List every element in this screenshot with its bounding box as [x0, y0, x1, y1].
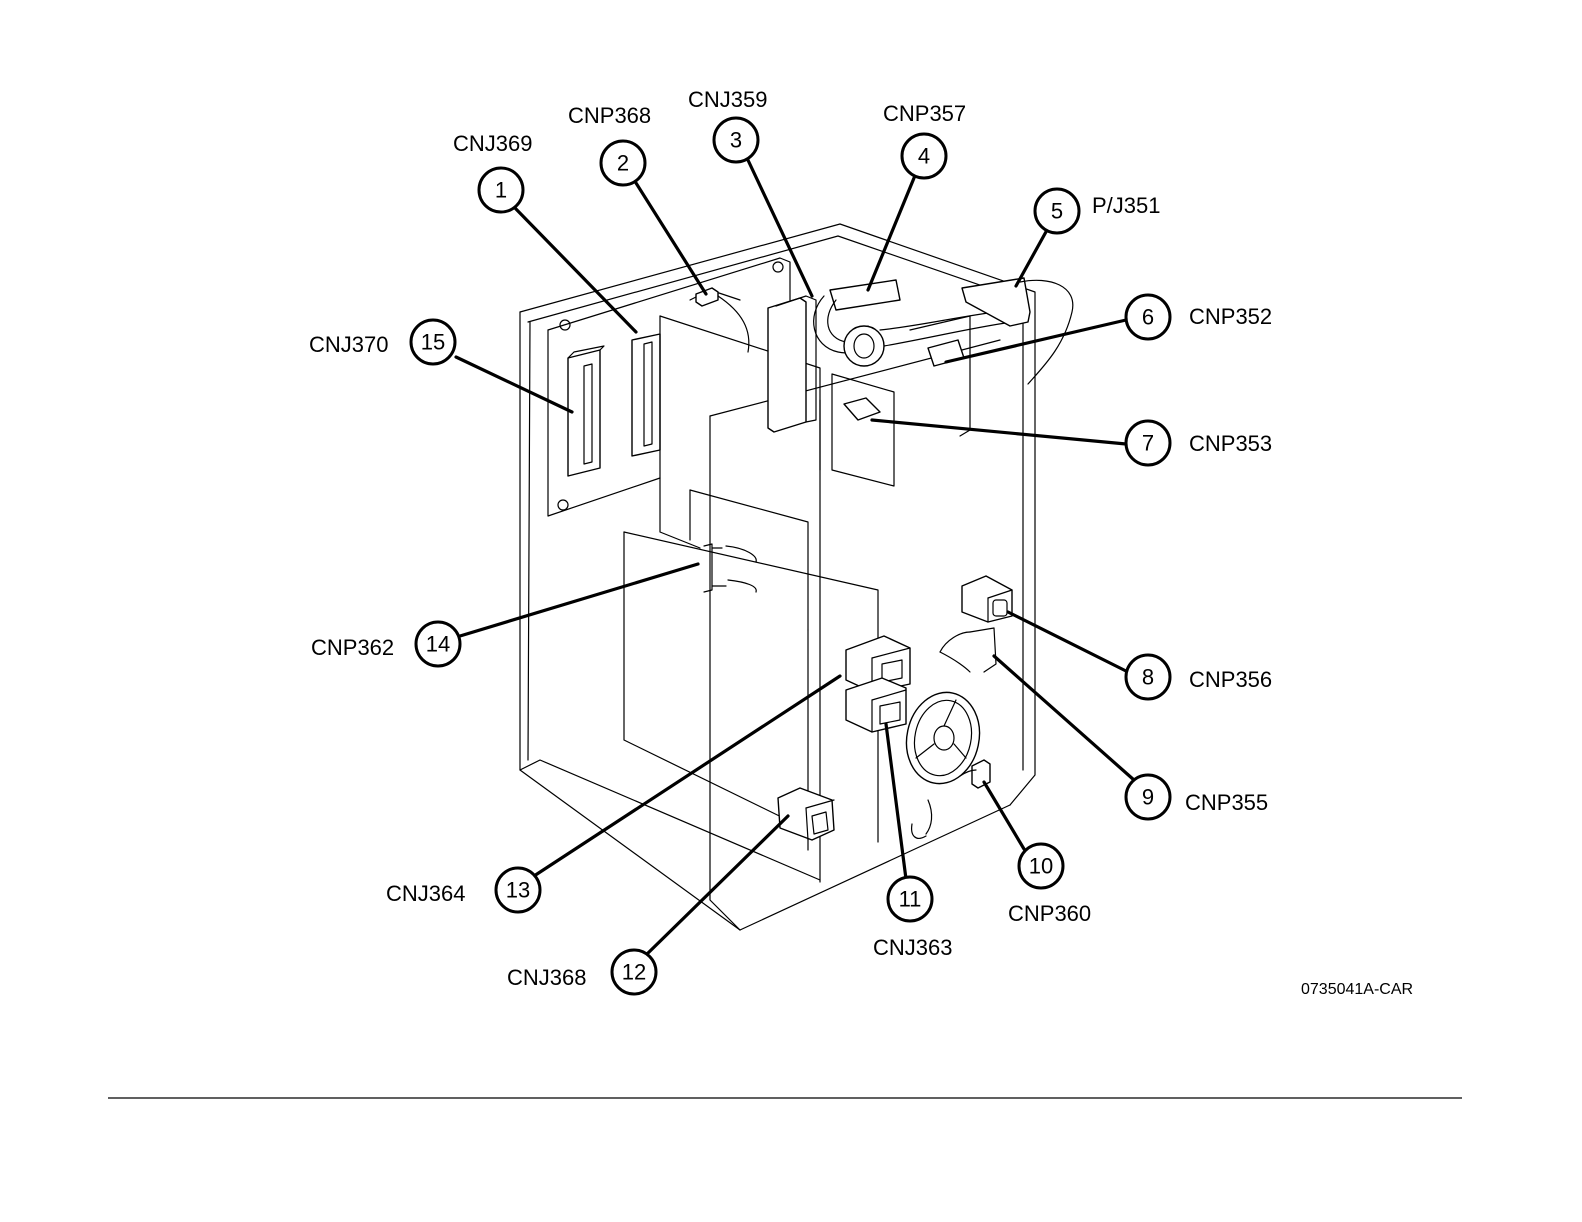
- callout-number: 7: [1142, 431, 1154, 456]
- callout-2: 2 CNP368: [568, 103, 651, 185]
- callout-number: 6: [1142, 305, 1154, 330]
- callout-6: 6 CNP352: [1126, 295, 1272, 339]
- callout-label: CNP368: [568, 103, 651, 128]
- callout-8: 8 CNP356: [1126, 655, 1272, 699]
- leader-lines: [456, 158, 1134, 955]
- callout-9: 9 CNP355: [1126, 775, 1268, 819]
- callout-label: CNJ369: [453, 131, 532, 156]
- callout-number: 4: [918, 144, 930, 169]
- callout-1: 1 CNJ369: [453, 131, 532, 212]
- callout-12: 12 CNJ368: [507, 950, 656, 994]
- callout-label: CNP362: [311, 635, 394, 660]
- callout-label: CNJ363: [873, 935, 952, 960]
- figure-code: 0735041A-CAR: [1301, 981, 1413, 998]
- callout-label: CNP355: [1185, 790, 1268, 815]
- callout-number: 11: [899, 887, 922, 912]
- callout-number: 13: [506, 878, 530, 903]
- callout-number: 15: [421, 330, 445, 355]
- callout-number: 3: [730, 128, 742, 153]
- callout-5: 5 P/J351: [1035, 189, 1161, 233]
- callout-label: CNP353: [1189, 431, 1272, 456]
- callout-label: CNP360: [1008, 901, 1091, 926]
- callout-label: P/J351: [1092, 193, 1161, 218]
- callout-label: CNJ359: [688, 87, 767, 112]
- callout-number: 10: [1029, 854, 1053, 879]
- callout-label: CNJ370: [309, 332, 388, 357]
- callout-15: 15 CNJ370: [309, 320, 455, 364]
- callout-3: 3 CNJ359: [688, 87, 767, 162]
- callout-label: CNP356: [1189, 667, 1272, 692]
- callout-number: 14: [426, 632, 450, 657]
- callout-13: 13 CNJ364: [386, 868, 540, 912]
- callout-label: CNJ368: [507, 965, 586, 990]
- callout-number: 9: [1142, 785, 1154, 810]
- callout-number: 8: [1142, 665, 1154, 690]
- callout-number: 1: [495, 178, 507, 203]
- callout-14: 14 CNP362: [311, 622, 460, 666]
- callout-label: CNJ364: [386, 881, 465, 906]
- callout-number: 2: [617, 151, 629, 176]
- callout-label: CNP357: [883, 101, 966, 126]
- callout-7: 7 CNP353: [1126, 421, 1272, 465]
- callout-11: 11 CNJ363: [873, 877, 952, 960]
- callout-4: 4 CNP357: [883, 101, 966, 178]
- callout-number: 5: [1051, 199, 1063, 224]
- callout-10: 10 CNP360: [1008, 844, 1091, 926]
- callout-label: CNP352: [1189, 304, 1272, 329]
- chassis-illustration: [520, 224, 1073, 930]
- callout-number: 12: [622, 960, 646, 985]
